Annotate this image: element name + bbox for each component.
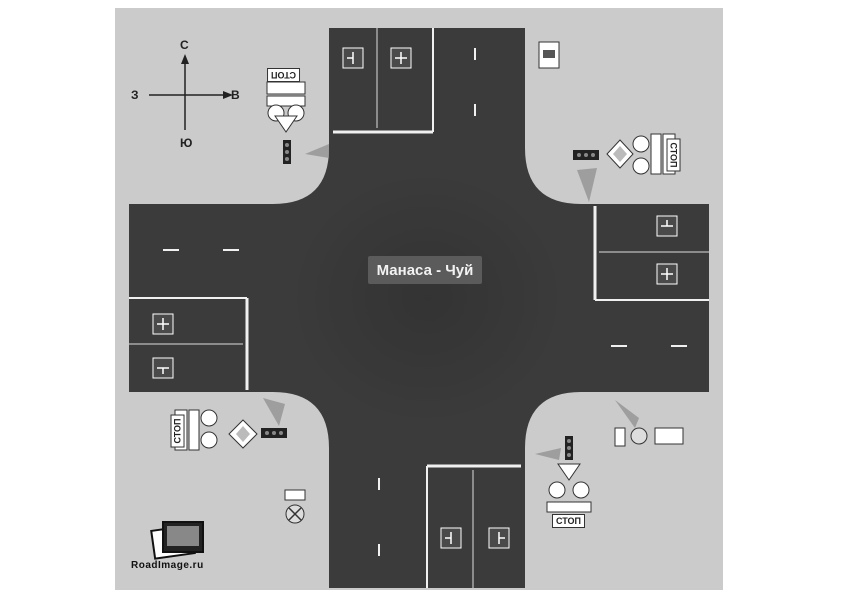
brand-text: RoadImage.ru: [131, 560, 204, 571]
intersection-label: Манаса - Чуй: [368, 256, 482, 284]
camera-icon-logo: [150, 521, 204, 560]
east-sign-cluster: [573, 133, 676, 202]
corner-sw: [273, 392, 329, 448]
yield-sign-icon: [557, 463, 581, 481]
compass-east-label: В: [231, 88, 240, 102]
corner-nw: [273, 148, 329, 204]
stop-label-east: СТОП: [666, 138, 681, 172]
no-entry-sign-icon: [630, 427, 648, 445]
compass-south-label: Ю: [180, 136, 193, 150]
yield-sign-icon: [274, 115, 298, 133]
info-plate-icon: [284, 489, 306, 501]
corner-se: [525, 392, 581, 448]
north-sign-cluster: [266, 81, 329, 164]
stop-label-west: СТОП: [170, 414, 185, 448]
intersection-scene: С Ю З В Манаса - Чуй СТОП СТОП СТОП СТОП…: [115, 8, 723, 590]
compass-icon: [149, 54, 233, 130]
intersection-drawing: [115, 8, 723, 590]
corner-ne: [525, 148, 581, 204]
compass-north-label: С: [180, 38, 189, 52]
center-shade: [297, 178, 557, 418]
stop-label-north: СТОП: [267, 68, 301, 82]
se-sign-cluster: [614, 400, 684, 447]
stop-label-south: СТОП: [552, 514, 586, 528]
south-sign-cluster: [535, 436, 592, 513]
compass-west-label: З: [131, 88, 139, 102]
